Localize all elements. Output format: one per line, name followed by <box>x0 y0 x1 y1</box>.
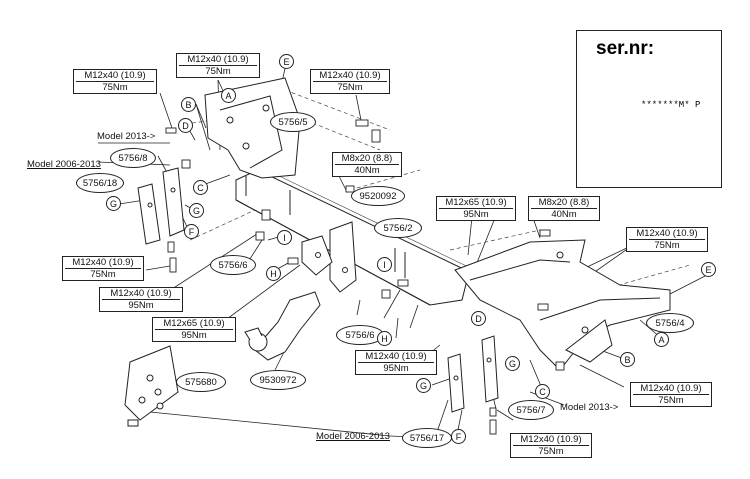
callout-f: F <box>451 429 466 444</box>
bolt-spec-box: M12x40 (10.9) 75Nm <box>630 382 712 407</box>
bolt-spec-box: M12x40 (10.9) 95Nm <box>355 350 437 375</box>
callout-i: I <box>377 257 392 272</box>
bolt-size: M8x20 (8.8) <box>538 197 590 208</box>
bolt-torque: 75Nm <box>179 65 257 77</box>
bolt-torque: 95Nm <box>439 208 513 220</box>
bolt-size: M12x40 (10.9) <box>520 434 582 445</box>
callout-i: I <box>277 230 292 245</box>
bolt-spec-box: M12x40 (10.9) 75Nm <box>176 53 260 78</box>
callout-g: G <box>505 356 520 371</box>
part-number-label: 5756/8 <box>110 148 156 168</box>
callout-g: G <box>189 203 204 218</box>
bolt-torque: 40Nm <box>531 208 597 220</box>
bolt-torque: 75Nm <box>629 239 705 251</box>
part-number-label: 5756/7 <box>508 400 554 420</box>
model-note: Model 2013-> <box>97 131 156 142</box>
part-number-label: 5756/6 <box>336 325 384 345</box>
bolt-spec-box: M8x20 (8.8) 40Nm <box>332 152 402 177</box>
callout-a: A <box>221 88 236 103</box>
callout-g: G <box>416 378 431 393</box>
bolt-spec-box: M12x40 (10.9) 75Nm <box>626 227 708 252</box>
part-number-label: 5756/17 <box>402 428 452 448</box>
callout-c: C <box>535 384 550 399</box>
bolt-size: M12x40 (10.9) <box>72 257 134 268</box>
bolt-size: M12x40 (10.9) <box>640 383 702 394</box>
bolt-size: M12x40 (10.9) <box>636 228 698 239</box>
part-number-label: 575680 <box>176 372 226 392</box>
callout-f: F <box>184 224 199 239</box>
callout-d: D <box>178 118 193 133</box>
tow-ball-neck <box>254 291 321 361</box>
bolt-spec-box: M12x40 (10.9) 75Nm <box>73 69 157 94</box>
model-note: Model 2006-2013 <box>316 431 390 442</box>
bolt-size: M12x40 (10.9) <box>365 351 427 362</box>
bolt-size: M12x40 (10.9) <box>110 288 172 299</box>
callout-b: B <box>620 352 635 367</box>
callout-b: B <box>181 97 196 112</box>
callout-e: E <box>279 54 294 69</box>
part-number-label: 5756/2 <box>374 218 422 238</box>
bolt-torque: 95Nm <box>102 299 180 311</box>
bolt-torque: 75Nm <box>65 268 141 280</box>
callout-c: C <box>193 180 208 195</box>
bolt-torque: 75Nm <box>313 81 387 93</box>
bolt-spec-box: M12x40 (10.9) 75Nm <box>510 433 592 458</box>
bolt-torque: 75Nm <box>633 394 709 406</box>
bolt-spec-box: M12x65 (10.9) 95Nm <box>436 196 516 221</box>
bolt-size: M12x40 (10.9) <box>187 54 249 65</box>
bolt-size: M12x65 (10.9) <box>163 318 225 329</box>
bolt-size: M12x40 (10.9) <box>319 70 381 81</box>
part-number-label: 5756/18 <box>76 173 124 193</box>
serial-number-label: ser.nr: <box>596 38 655 59</box>
callout-a: A <box>654 332 669 347</box>
part-number-label: 5756/6 <box>210 255 256 275</box>
serial-number-warning-box <box>576 30 722 188</box>
bolt-torque: 75Nm <box>513 445 589 457</box>
bolt-torque: 40Nm <box>335 164 399 176</box>
model-note: Model 2013-> <box>560 402 619 413</box>
socket-plate <box>124 345 179 421</box>
bolt-spec-box: M12x65 (10.9) 95Nm <box>152 317 236 342</box>
callout-h: H <box>266 266 281 281</box>
part-number-label: 9530972 <box>250 370 306 390</box>
part-number-label: 9520092 <box>351 186 405 206</box>
bolt-torque: 75Nm <box>76 81 154 93</box>
callout-e: E <box>701 262 716 277</box>
part-number-label: 5756/5 <box>270 112 316 132</box>
callout-d: D <box>471 311 486 326</box>
bolt-size: M12x40 (10.9) <box>84 70 146 81</box>
callout-g: G <box>106 196 121 211</box>
bolt-spec-box: M12x40 (10.9) 95Nm <box>99 287 183 312</box>
bolt-spec-box: M8x20 (8.8) 40Nm <box>528 196 600 221</box>
bolt-torque: 95Nm <box>155 329 233 341</box>
bolt-torque: 95Nm <box>358 362 434 374</box>
bolt-spec-box: M12x40 (10.9) 75Nm <box>310 69 390 94</box>
bolt-size: M8x20 (8.8) <box>341 153 393 164</box>
part-number-label: 5756/4 <box>646 313 694 333</box>
bolt-size: M12x65 (10.9) <box>445 197 507 208</box>
bolt-spec-box: M12x40 (10.9) 75Nm <box>62 256 144 281</box>
model-note: Model 2006-2013 <box>27 159 101 170</box>
serial-plate-text: *******M* P <box>641 100 701 110</box>
callout-h: H <box>377 331 392 346</box>
